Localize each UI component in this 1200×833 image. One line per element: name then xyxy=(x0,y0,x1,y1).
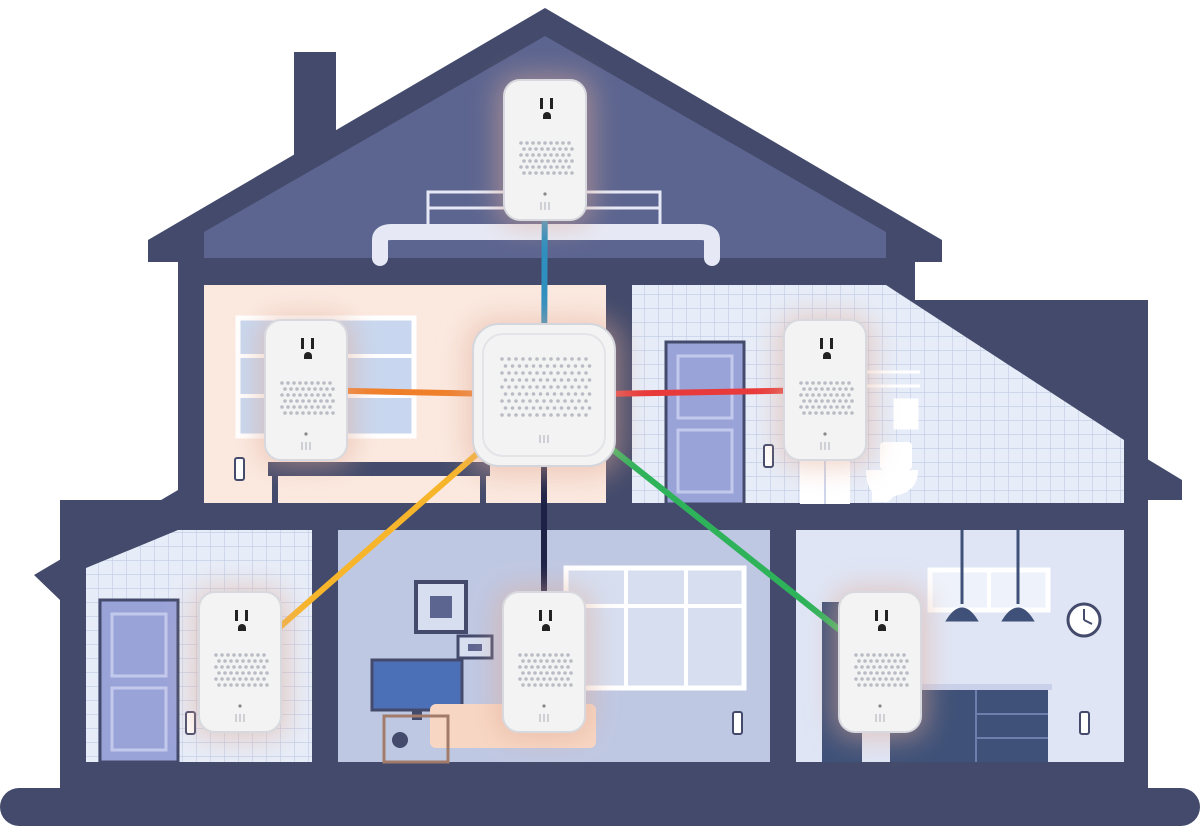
living-room-outlet xyxy=(732,711,743,735)
bathroom-door xyxy=(664,340,746,506)
outlet-face-icon xyxy=(301,338,314,359)
clock-icon xyxy=(1066,602,1102,638)
tv-stand xyxy=(382,714,450,764)
hall-door xyxy=(98,598,180,764)
outlet-face-icon xyxy=(539,610,552,631)
outlet-face-icon xyxy=(875,610,888,631)
plug-in-extender-kitchen xyxy=(833,588,927,738)
bathroom-interior xyxy=(632,285,1124,503)
plug-in-extender-bathroom xyxy=(778,316,872,466)
plug-in-extender-hall xyxy=(193,588,287,738)
bathroom-cabinet xyxy=(800,460,850,504)
pendant-lamps xyxy=(945,530,1035,622)
toilet xyxy=(866,442,918,502)
bedroom-outlet xyxy=(234,457,245,481)
outlet-face-icon xyxy=(540,98,553,119)
ground-base xyxy=(0,788,1200,826)
plug-in-extender-attic xyxy=(498,76,592,226)
living-room-window xyxy=(563,565,747,691)
network-devices xyxy=(193,76,927,738)
plug-in-extender-living-room xyxy=(497,588,591,738)
wifi-hub xyxy=(465,318,623,476)
picture-frame xyxy=(414,580,494,660)
outlet-face-icon xyxy=(235,610,248,631)
outlet-face-icon xyxy=(820,338,833,359)
plug-in-extender-bedroom xyxy=(259,316,353,466)
kitchen-outlet xyxy=(1079,711,1090,735)
bathroom-outlet xyxy=(763,444,774,468)
bathroom-shelf xyxy=(866,370,920,430)
kitchen-window xyxy=(927,567,1051,613)
